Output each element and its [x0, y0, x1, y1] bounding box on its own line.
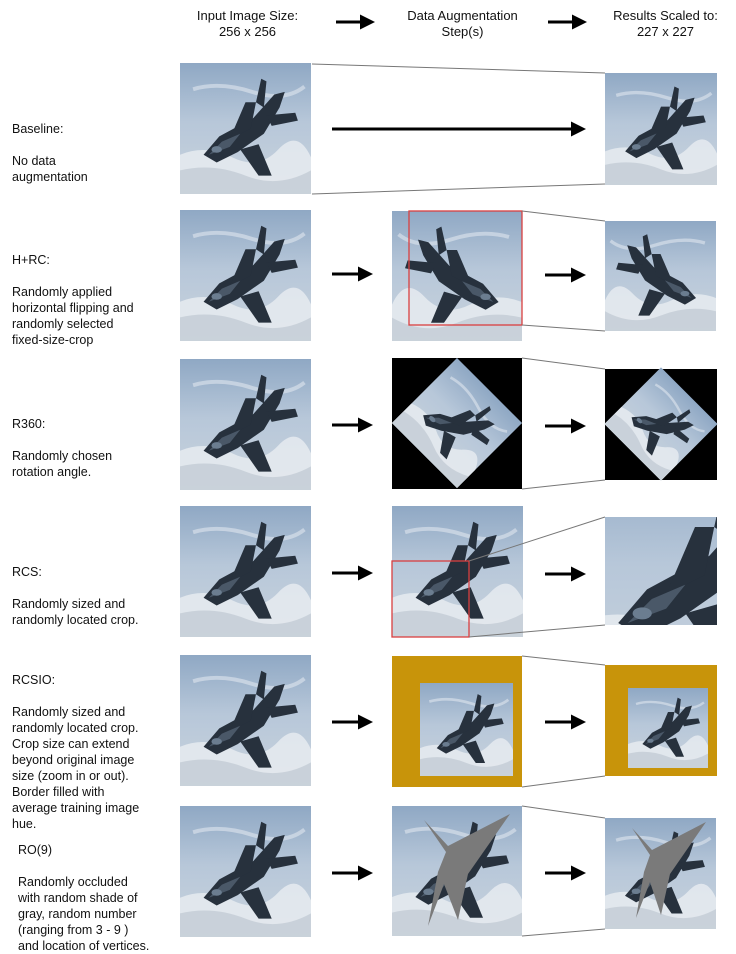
hrc-result-image [603, 219, 718, 333]
rcsio-result-image [605, 665, 717, 776]
row-description: Randomly occluded with random shade of g… [18, 875, 150, 953]
ro9-augmented-image [390, 804, 524, 938]
zoom-connector-line [521, 805, 606, 819]
row-description: Randomly chosen rotation angle. [12, 449, 113, 479]
row-baseline-text: Baseline: No data augmentation [12, 105, 88, 185]
zoom-connector-line [521, 479, 606, 490]
zoom-connector-line [311, 183, 606, 195]
zoom-connector-line [521, 928, 606, 937]
row-description: No data augmentation [12, 154, 88, 184]
row-rcsio-text: RCSIO: Randomly sized and randomly locat… [12, 656, 139, 832]
rcs-result-image [575, 455, 736, 695]
row-rcs-text: RCS: Randomly sized and randomly located… [12, 548, 138, 628]
zoom-connector-line [468, 516, 606, 562]
rcs-augmented-image [390, 504, 525, 639]
baseline-input-image [178, 61, 313, 196]
hrc-augmented-image [392, 211, 522, 341]
row-title: H+RC: [12, 253, 50, 267]
row-r360-text: R360: Randomly chosen rotation angle. [12, 400, 112, 480]
ro9-input-image [178, 804, 313, 939]
r360-input-image [178, 357, 313, 492]
zoom-connector-line [521, 357, 606, 370]
crop-box [391, 560, 470, 638]
zoom-connector-line [521, 775, 606, 788]
zoom-connector-line [521, 324, 606, 332]
row-description: Randomly sized and randomly located crop… [12, 597, 139, 627]
rcsio-input-image [178, 653, 313, 788]
row-title: RCS: [12, 565, 42, 579]
zoom-connector-line [521, 655, 606, 666]
header-augmentation-steps: Data Augmentation Step(s) [407, 8, 518, 39]
hrc-input-image [178, 208, 313, 343]
zoom-connector-line [521, 210, 606, 222]
row-description: Randomly applied horizontal flipping and… [12, 285, 134, 347]
crop-box [408, 210, 523, 326]
r360-augmented-image [390, 356, 524, 490]
ro9-result-image [603, 816, 718, 931]
baseline-result-image [603, 71, 719, 187]
zoom-connector-line [311, 63, 606, 74]
row-title: RCSIO: [12, 673, 56, 687]
zoom-connector-line [468, 624, 606, 638]
row-title: Baseline: [12, 122, 64, 136]
row-ro9-text: RO(9) Randomly occluded with random shad… [18, 826, 149, 954]
r360-result-image [603, 366, 719, 482]
rcsio-augmented-image [392, 656, 522, 787]
rcs-input-image [178, 504, 313, 639]
header-results-scaled: Results Scaled to: 227 x 227 [613, 8, 718, 39]
row-title: RO(9) [18, 843, 53, 857]
header-input-size: Input Image Size: 256 x 256 [196, 8, 299, 39]
row-title: R360: [12, 417, 46, 431]
row-hrc-text: H+RC: Randomly applied horizontal flippi… [12, 236, 134, 348]
row-description: Randomly sized and randomly located crop… [12, 705, 140, 831]
